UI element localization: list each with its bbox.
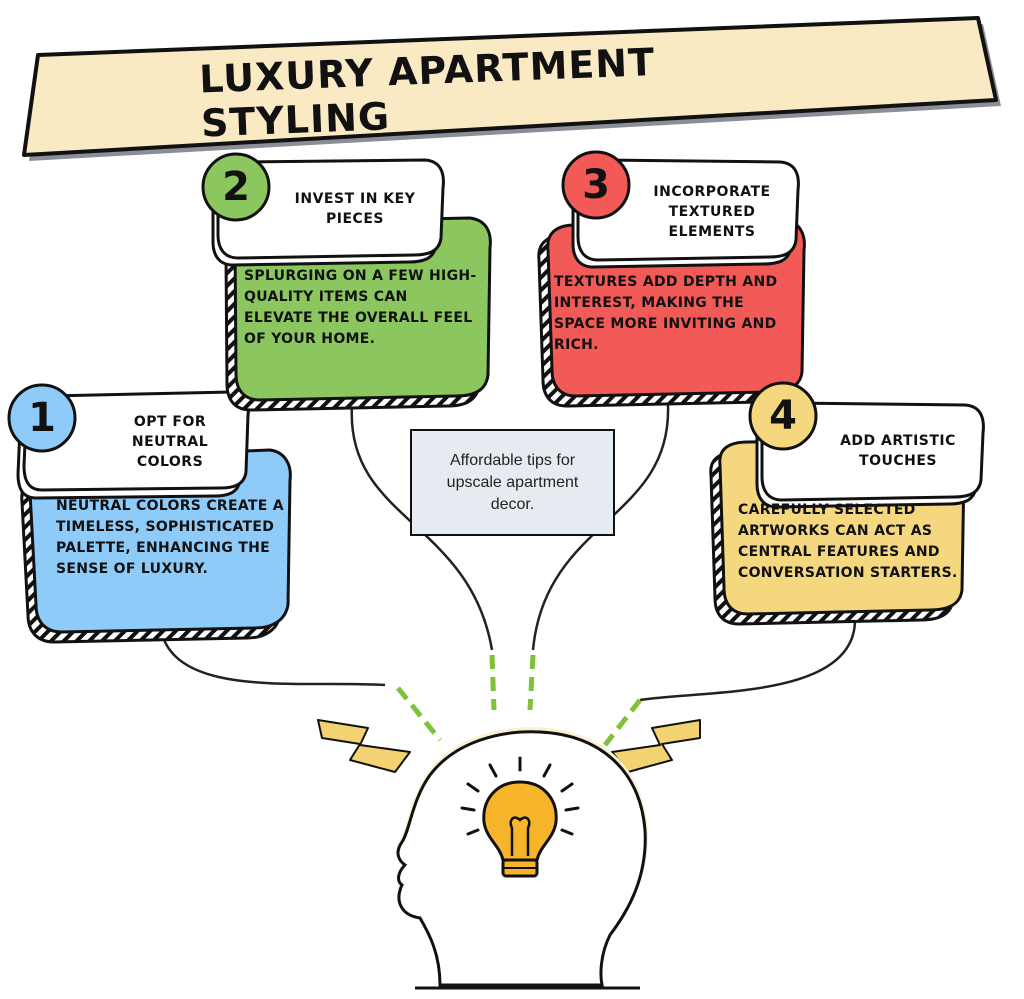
lightning-bolt-icon [317, 719, 411, 773]
tip-3-heading: Incorporate Textured Elements [653, 184, 771, 240]
tip-1-heading: Opt for Neutral Colors [131, 414, 209, 470]
tip-3-number: 3 [582, 162, 610, 208]
tip-2-number: 2 [222, 164, 250, 210]
title-banner [22, 16, 1001, 161]
tip-4-heading: Add Artistic Touches [840, 433, 956, 469]
tip-card-3 [537, 150, 806, 408]
tip-1-number: 1 [28, 395, 56, 441]
tip-1-body: Neutral colors create a timeless, sophis… [56, 498, 284, 577]
tip-card-1 [7, 383, 292, 644]
tip-card-4 [709, 381, 985, 626]
tip-2-body: Splurging on a few high-quality items ca… [244, 268, 477, 347]
center-note-box [410, 429, 615, 536]
tip-2-heading: Invest in Key Pieces [294, 191, 416, 227]
tip-card-2 [201, 152, 492, 412]
head-with-lightbulb-icon [395, 727, 648, 990]
tip-3-body: Textures add depth and interest, making … [554, 274, 778, 353]
page-title: Luxury Apartment Styling [198, 40, 656, 146]
center-note-text: Affordable tips for upscale apartment de… [446, 451, 579, 513]
dashed-connectors [396, 654, 642, 747]
lightning-bolt-icon [611, 719, 701, 773]
tip-4-body: Carefully selected artworks can act as c… [738, 502, 958, 581]
tip-4-number: 4 [769, 393, 797, 439]
